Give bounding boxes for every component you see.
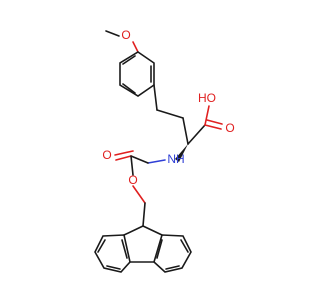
bond-n-c [147,159,166,164]
bond-c-carbonyl [130,155,149,164]
structure-canvas: O HO O NH O O [94,28,235,273]
bond-c-o-double-b [206,119,223,125]
stereo-wedge [175,144,188,162]
hydroxyl-label: HO [198,91,216,105]
bond-c-o-double-1 [115,155,132,161]
bond-c-oh [204,105,210,126]
molecule-diagram: O HO O NH O O [94,28,235,273]
bond-ch2-ch2 [156,109,184,119]
methoxy-oxygen-label: O [121,28,130,42]
right-ring-inner-3 [156,239,163,259]
left-ring-inner-1 [97,239,106,253]
ring-inner-bond-3 [122,55,136,65]
right-ring-inner-2 [165,265,180,270]
bond-ring-ch2 [153,84,158,111]
methoxyphenyl-ring [119,51,155,97]
left-ring-inner-2 [106,265,121,270]
bond-c-o-double-2 [114,150,134,156]
acid-carbonyl-oxygen-label: O [225,121,234,135]
bond-o-ring [132,41,139,53]
right-ring-inner-1 [180,239,189,253]
bond-calpha-cooh [187,124,206,145]
fluorene-left-ring [94,234,131,273]
ring-inner-bond-2 [122,83,136,94]
bond-c9-c9a [123,225,144,236]
carbamate-ester-oxygen-label: O [128,173,137,187]
left-ring-inner-3 [121,239,128,259]
bond-ch2-calpha [182,117,189,145]
amide-nh-label: NH [167,152,184,166]
bond-c-o-single [130,155,134,176]
carbamate-carbonyl-oxygen-label: O [102,148,111,162]
bond-c9-c8a [142,225,163,236]
fluorene-right-ring [153,234,192,273]
bond-c-o-double-a [204,124,222,130]
bond-methyl-o [105,30,120,37]
bond-o-ch2 [132,185,146,204]
bond-ch2-ch [142,202,146,227]
